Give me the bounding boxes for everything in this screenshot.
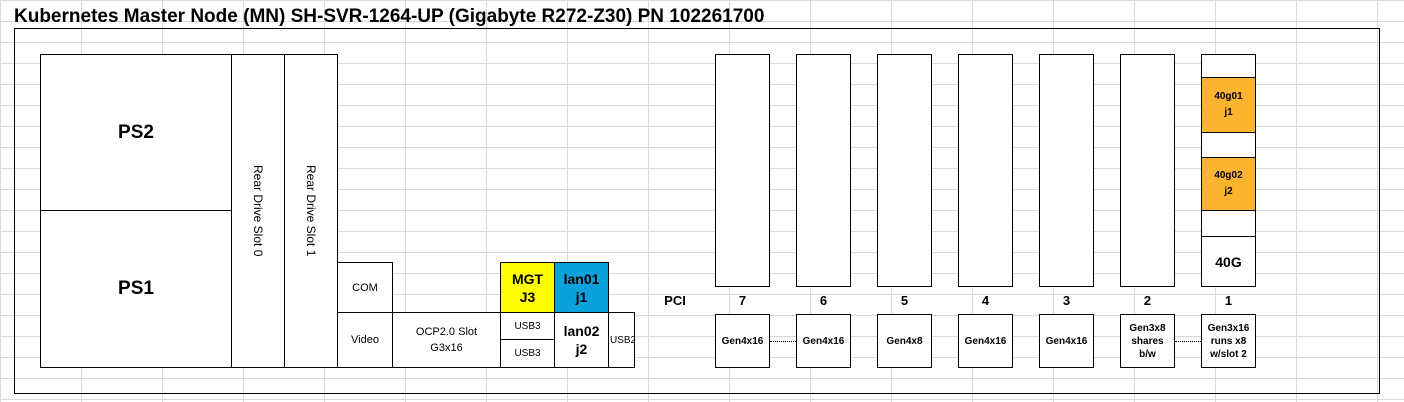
40g-port-2-jack: j2: [1224, 186, 1233, 197]
pci-slot-6: [796, 54, 851, 287]
pci-slot-4-number: 4: [981, 292, 990, 308]
40g-port-1-label: 40g01: [1214, 91, 1243, 102]
rear-drive-slot-0: Rear Drive Slot 0: [231, 54, 285, 368]
pci-label: PCI: [664, 292, 686, 308]
pci-slot-3-gen: Gen4x16: [1039, 314, 1094, 368]
pci-slot-2-gen-line3: b/w: [1139, 348, 1156, 360]
lan02-port: lan02 j2: [554, 312, 609, 368]
pci-slot-5-gen: Gen4x8: [877, 314, 932, 368]
com-port: COM: [337, 262, 393, 313]
video-port: Video: [337, 312, 393, 368]
gen-connector-7-6: [770, 341, 796, 342]
pci-slot-7-number: 7: [738, 292, 747, 308]
power-supply-2: PS2: [40, 54, 232, 211]
ocp-slot-label: OCP2.0 Slot: [415, 326, 478, 338]
pci-slot-6-gen: Gen4x16: [796, 314, 851, 368]
pci-slot-1-bracket-top: [1201, 54, 1256, 78]
pci-slot-2: [1120, 54, 1175, 287]
ocp-slot-gen: G3x16: [430, 342, 463, 354]
pci-slot-4-gen: Gen4x16: [958, 314, 1013, 368]
rear-drive-slot-1-label: Rear Drive Slot 1: [304, 165, 318, 257]
lan01-port: lan01 j1: [554, 262, 609, 313]
pci-slot-5-number: 5: [900, 292, 909, 308]
lan01-port-jack: j1: [575, 288, 588, 305]
pci-slot-4: [958, 54, 1013, 287]
pci-slot-2-gen: Gen3x8 shares b/w: [1120, 314, 1175, 368]
pci-slot-3-number: 3: [1062, 292, 1071, 308]
diagram-title: Kubernetes Master Node (MN) SH-SVR-1264-…: [14, 6, 765, 27]
usb3-port-bottom: USB3: [500, 339, 555, 368]
rear-drive-slot-0-label: Rear Drive Slot 0: [251, 165, 265, 257]
pci-slot-7: [715, 54, 770, 287]
40g-port-2: 40g02 j2: [1201, 157, 1256, 211]
pci-slot-2-gen-line2: shares: [1131, 335, 1164, 347]
pci-slot-1-gen-line3: w/slot 2: [1210, 348, 1247, 360]
pci-slot-1-bracket-low: [1201, 210, 1256, 237]
pci-slot-1-number: 1: [1224, 292, 1233, 308]
40g-port-1-jack: j1: [1224, 107, 1233, 118]
chassis-frame: [14, 28, 1380, 394]
pci-slot-2-gen-line1: Gen3x8: [1129, 322, 1166, 334]
mgt-port: MGT J3: [500, 262, 555, 313]
gen-connector-2-1: [1175, 341, 1201, 342]
40g-port-1: 40g01 j1: [1201, 77, 1256, 133]
pci-slot-1-gen: Gen3x16 runs x8 w/slot 2: [1201, 314, 1256, 368]
40g-card-label: 40G: [1201, 236, 1256, 287]
40g-port-2-label: 40g02: [1214, 170, 1243, 181]
power-supply-1: PS1: [40, 210, 232, 368]
pci-slot-5: [877, 54, 932, 287]
ocp-slot: OCP2.0 Slot G3x16: [392, 312, 501, 368]
pci-slot-1-gen-line1: Gen3x16: [1207, 322, 1250, 334]
usb3-port-top: USB3: [500, 312, 555, 340]
mgt-port-label: MGT: [511, 270, 544, 287]
pci-slot-1-gen-line2: runs x8: [1210, 335, 1247, 347]
pci-slot-2-number: 2: [1143, 292, 1152, 308]
rear-drive-slot-1: Rear Drive Slot 1: [284, 54, 338, 368]
usb2-port: USB2: [608, 312, 635, 368]
pci-slot-6-number: 6: [819, 292, 828, 308]
pci-slot-7-gen: Gen4x16: [715, 314, 770, 368]
lan02-port-jack: j2: [575, 341, 588, 357]
lan02-port-label: lan02: [563, 323, 600, 339]
pci-slot-3: [1039, 54, 1094, 287]
lan01-port-label: lan01: [563, 270, 600, 287]
mgt-port-jack: J3: [519, 288, 536, 305]
pci-slot-1-bracket-mid: [1201, 132, 1256, 158]
